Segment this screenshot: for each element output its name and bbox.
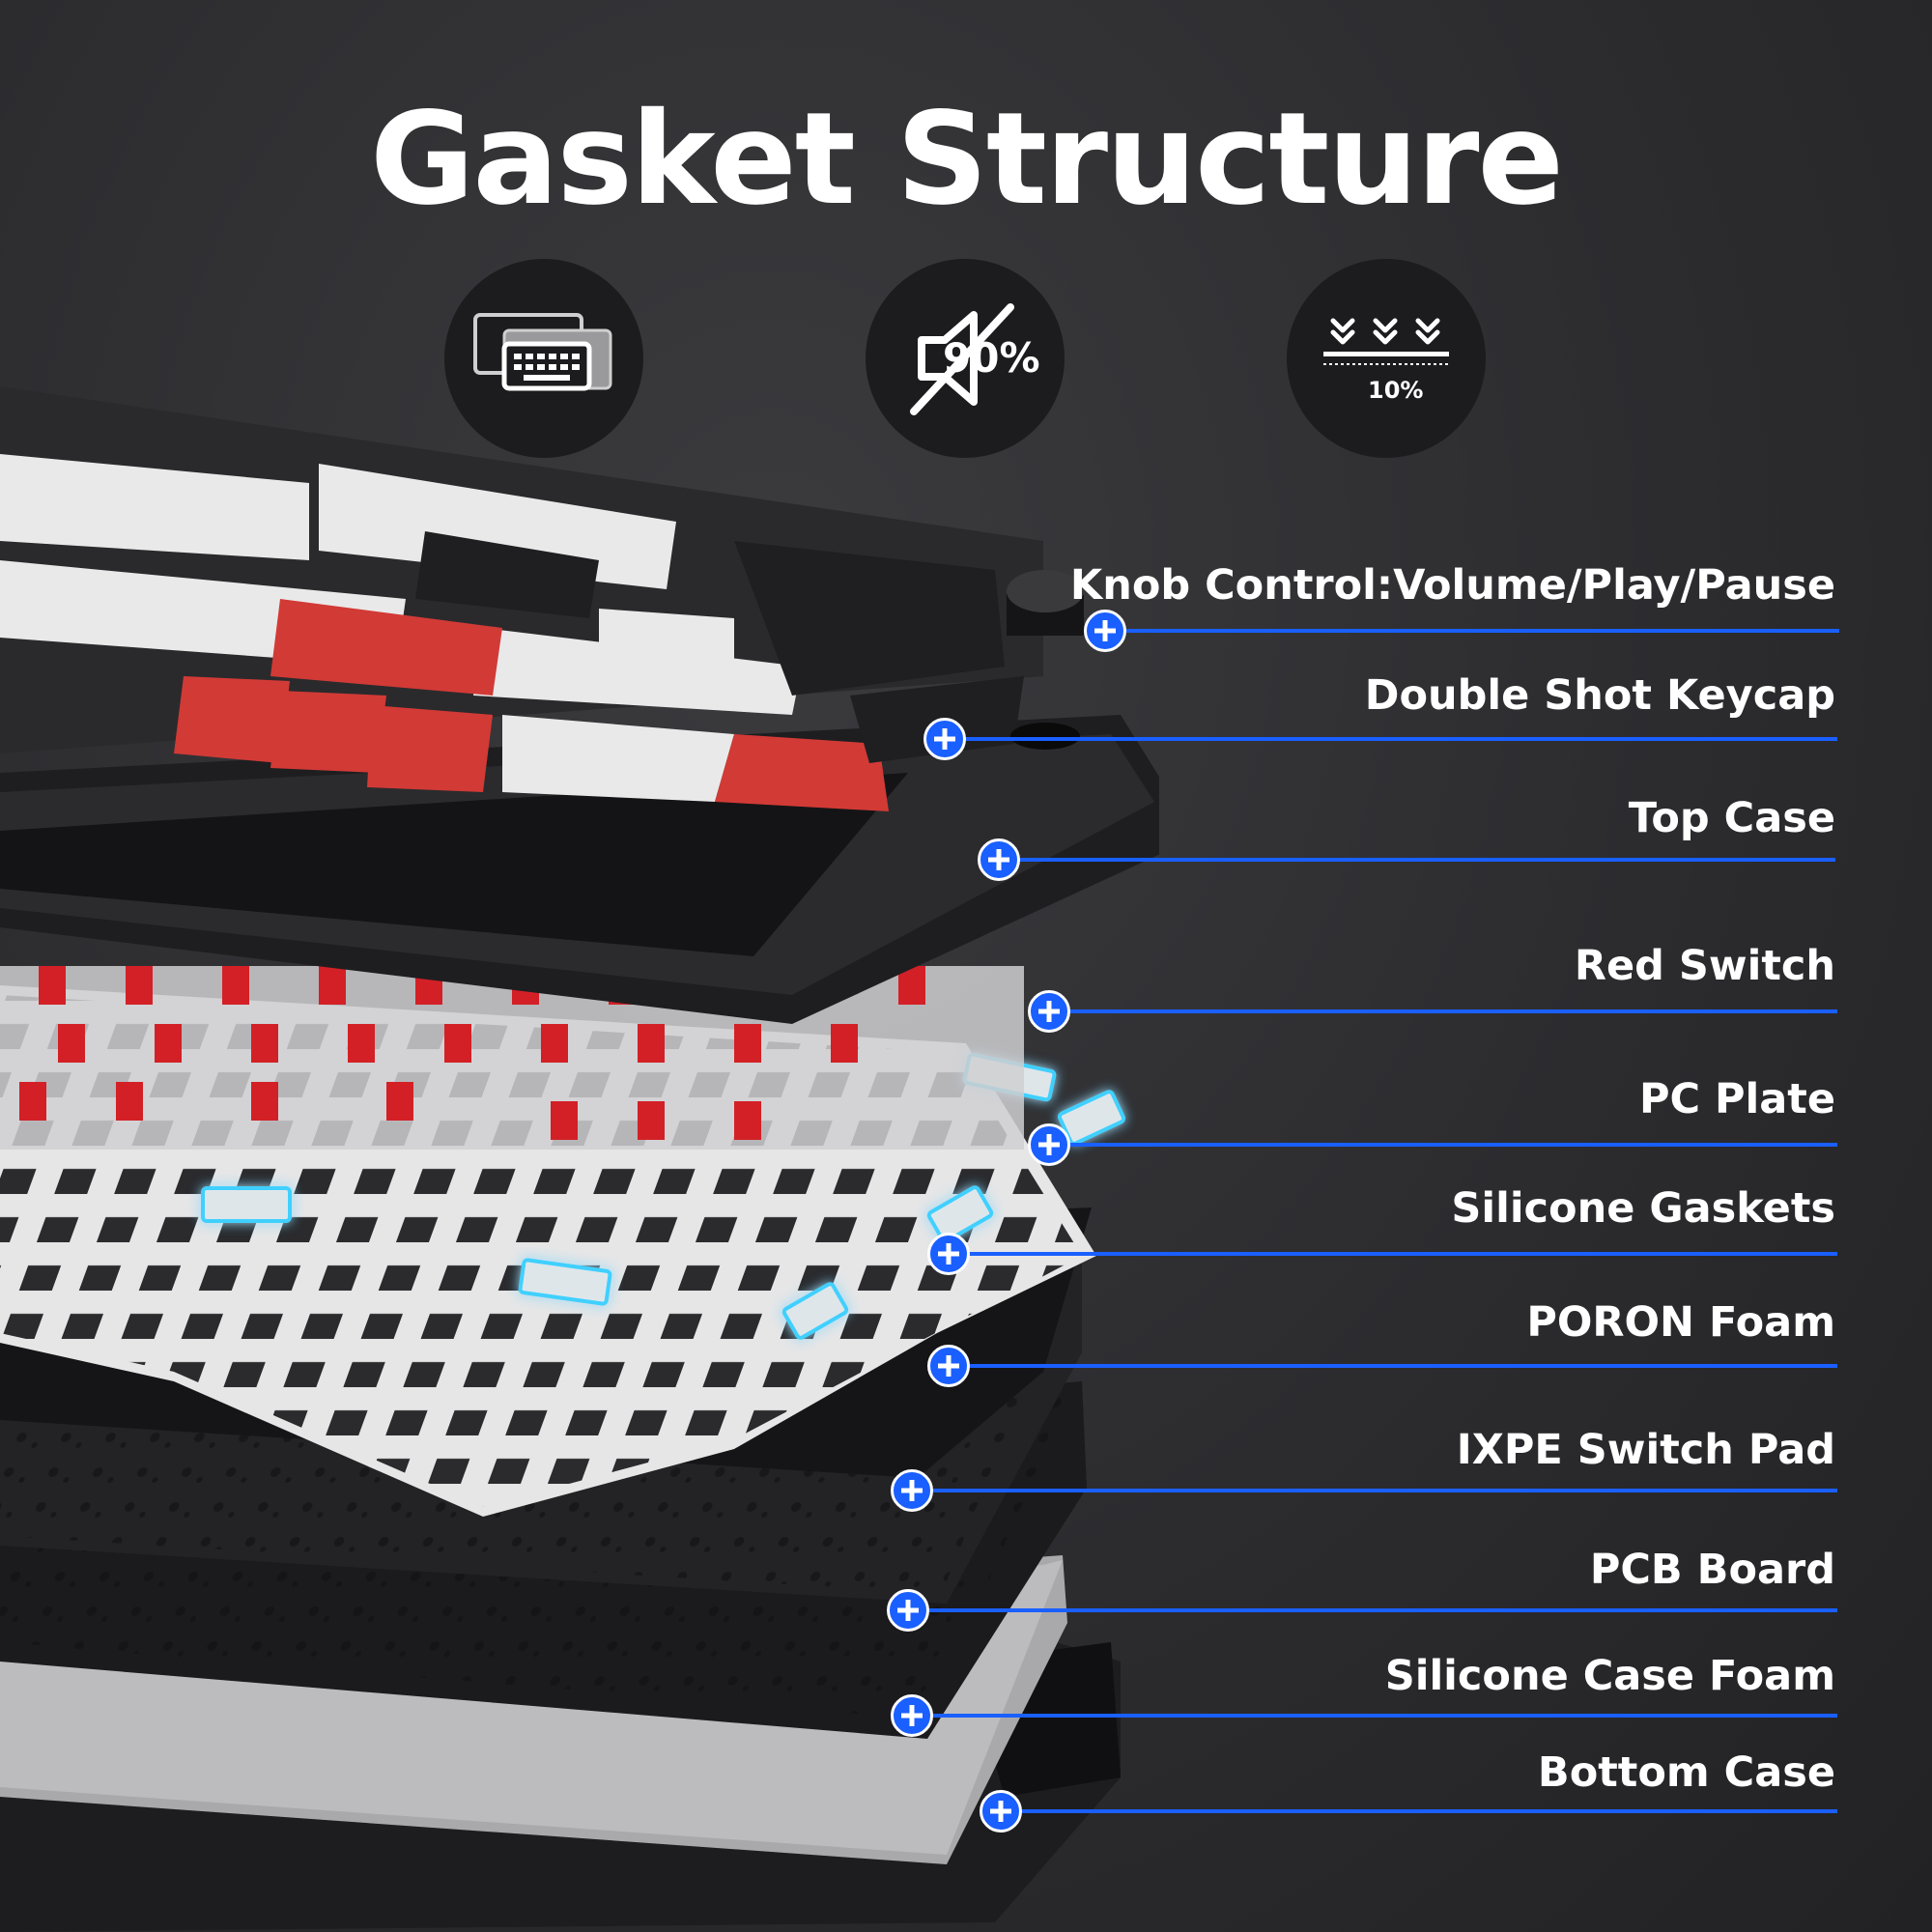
plus-marker-pcb[interactable] [887, 1589, 929, 1632]
callout-line-poron [949, 1364, 1837, 1368]
callout-label-case-foam: Silicone Case Foam [1384, 1652, 1835, 1700]
red-switches [0, 966, 1024, 1150]
plus-marker-knob[interactable] [1084, 610, 1126, 652]
callout-label-top-case: Top Case [1628, 794, 1835, 842]
double-shot-keycaps [0, 386, 1084, 811]
noise-reduction-icon: 90% [866, 259, 1065, 458]
callout-label-ixpe: IXPE Switch Pad [1456, 1426, 1835, 1474]
plus-marker-red-switch[interactable] [1028, 990, 1070, 1033]
callout-line-case-foam [912, 1714, 1837, 1718]
page-title: Gasket Structure [370, 85, 1564, 234]
callout-label-pc-plate: PC Plate [1638, 1075, 1835, 1123]
compression-value: 10% [1368, 377, 1424, 404]
callout-line-bottom-case [1001, 1809, 1837, 1813]
plus-marker-pc-plate[interactable] [1028, 1123, 1070, 1166]
plus-marker-case-foam[interactable] [891, 1694, 933, 1737]
plus-marker-ixpe[interactable] [891, 1469, 933, 1512]
noise-reduction-value: 90% [943, 334, 1040, 382]
exploded-keyboard-illustration [0, 386, 1159, 1932]
callout-line-ixpe [912, 1489, 1837, 1492]
callout-label-poron: PORON Foam [1526, 1298, 1835, 1347]
plus-marker-poron[interactable] [927, 1345, 970, 1387]
callout-label-keycap: Double Shot Keycap [1364, 671, 1835, 720]
callout-label-gaskets: Silicone Gaskets [1451, 1184, 1835, 1233]
callout-line-top-case [999, 858, 1835, 862]
callout-line-red-switch [1049, 1009, 1837, 1013]
silicone-gaskets [201, 1052, 1126, 1340]
compression-icon: 10% [1287, 259, 1486, 458]
callout-line-pc-plate [1049, 1143, 1837, 1147]
plus-marker-keycap[interactable] [923, 718, 966, 760]
plus-marker-top-case[interactable] [978, 838, 1020, 881]
callout-line-keycap [945, 737, 1837, 741]
plus-marker-bottom-case[interactable] [980, 1790, 1022, 1833]
plus-marker-gaskets[interactable] [927, 1233, 970, 1275]
callout-label-knob: Knob Control:Volume/Play/Pause [1069, 561, 1835, 610]
callout-line-gaskets [949, 1252, 1837, 1256]
keyboard-layers-icon [444, 259, 643, 458]
callout-line-knob [1107, 629, 1839, 633]
callout-label-red-switch: Red Switch [1574, 942, 1835, 990]
callout-label-pcb: PCB Board [1589, 1546, 1835, 1594]
callout-label-bottom-case: Bottom Case [1537, 1748, 1835, 1797]
callout-line-pcb [908, 1608, 1837, 1612]
